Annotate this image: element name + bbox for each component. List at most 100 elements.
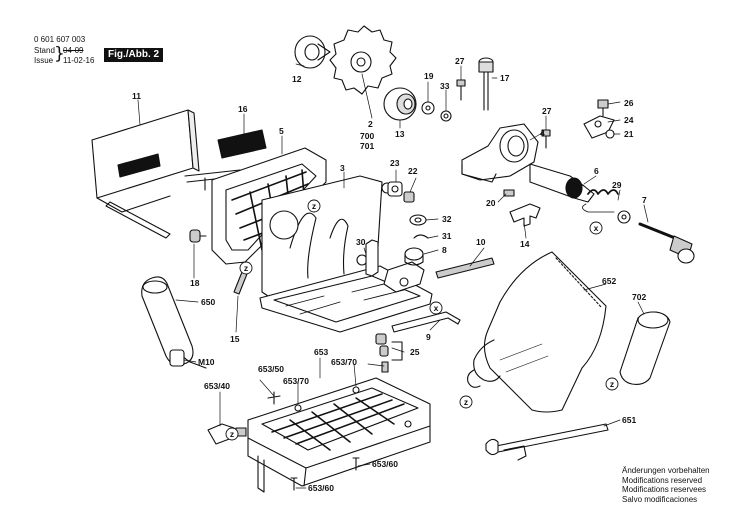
issue-value: 11-02-16	[63, 56, 95, 65]
svg-text:z: z	[610, 379, 614, 389]
callout-653-40: 653/40	[204, 381, 230, 391]
callout-3: 3	[340, 163, 345, 173]
marker-z-bag: z	[459, 395, 473, 409]
marker-x-spindle: x	[589, 221, 603, 235]
callout-33: 33	[440, 81, 450, 91]
callout-15: 15	[230, 334, 240, 344]
part-adapter-702	[619, 311, 671, 385]
callout-24: 24	[624, 115, 634, 125]
marker-x-plate: x	[429, 301, 443, 315]
callout-652: 652	[602, 276, 616, 286]
note-de: Änderungen vorbehalten	[622, 466, 710, 475]
callout-653-50: 653/50	[258, 364, 284, 374]
part-motor-spindle	[529, 163, 595, 203]
callout-653-70b: 653/70	[331, 357, 357, 367]
callout-653: 653	[314, 347, 328, 357]
callout-23: 23	[390, 158, 400, 168]
callout-16: 16	[238, 104, 248, 114]
marker-z-guard: z	[307, 199, 321, 213]
callout-10: 10	[476, 237, 486, 247]
note-en: Modifications reserved	[622, 475, 703, 485]
callout-32: 32	[442, 214, 452, 224]
footer-notes: Änderungen vorbehalten Modifications res…	[622, 466, 710, 504]
part-spanner-651	[485, 423, 609, 461]
callout-25: 25	[410, 347, 420, 357]
issue-label: Issue	[34, 56, 54, 65]
part-flange-12	[294, 35, 331, 69]
callout-653-70a: 653/70	[283, 376, 309, 386]
reference-markers: z z x x z z z	[225, 199, 619, 441]
doc-number: 0 601 607 003	[34, 35, 86, 44]
callout-17: 17	[500, 73, 510, 83]
part-spring-29	[582, 189, 631, 224]
part-strip-10	[435, 257, 495, 279]
part-washer-21	[605, 129, 615, 139]
callout-653-60a: 653/60	[372, 459, 398, 469]
callout-651: 651	[622, 415, 636, 425]
callout-m10: M10	[198, 357, 215, 367]
part-screw-26	[597, 99, 609, 117]
callout-8: 8	[442, 245, 447, 255]
callout-701: 701	[360, 141, 374, 151]
brace-glyph: }	[54, 44, 65, 64]
callout-700: 700	[360, 131, 374, 141]
part-knob-8	[404, 247, 424, 266]
part-slotting-cutter	[329, 25, 397, 95]
svg-text:z: z	[464, 397, 468, 407]
part-knob-18	[189, 229, 207, 243]
part-bracket-14	[509, 203, 541, 227]
part-screw-22	[403, 191, 415, 203]
part-bearing-13	[383, 87, 417, 121]
part-washers-19-33	[421, 101, 452, 122]
part-screws-653	[267, 361, 412, 491]
leader-lines	[137, 63, 649, 489]
figure-label: Fig./Abb. 2	[104, 48, 164, 62]
callout-13: 13	[395, 129, 405, 139]
callout-27a: 27	[455, 56, 465, 66]
svg-text:z: z	[230, 429, 234, 439]
part-rod-15	[233, 271, 248, 295]
callout-12: 12	[292, 74, 302, 84]
svg-text:z: z	[244, 263, 248, 273]
part-foot-plate	[247, 377, 431, 493]
part-label-plate	[217, 129, 267, 159]
callout-702: 702	[632, 292, 646, 302]
callout-7: 7	[642, 195, 647, 205]
part-rod-9	[391, 311, 461, 333]
callout-9: 9	[426, 332, 431, 342]
callout-21: 21	[624, 129, 634, 139]
part-screw-27	[456, 79, 466, 101]
part-shaft-knob-7	[638, 222, 695, 264]
stand-value-struck: 04-09	[63, 46, 84, 55]
callout-4: 4	[540, 128, 545, 138]
part-parallel-guide	[91, 109, 243, 239]
marker-z-handle: z	[239, 261, 253, 275]
callout-5: 5	[279, 126, 284, 136]
part-bushing-23	[387, 181, 403, 197]
callout-26: 26	[624, 98, 634, 108]
callout-650: 650	[201, 297, 215, 307]
callout-27b: 27	[542, 106, 552, 116]
part-screw-20	[503, 189, 515, 197]
part-base-plate	[259, 175, 433, 333]
part-dust-bag	[467, 251, 607, 413]
callout-653-60b: 653/60	[308, 483, 334, 493]
marker-z-adapter: z	[605, 377, 619, 391]
callout-22: 22	[408, 166, 418, 176]
callout-29: 29	[612, 180, 622, 190]
callout-31: 31	[442, 231, 452, 241]
part-auxiliary-handle	[141, 276, 207, 369]
callout-labels: 11 16 5 3 18 650 15 M10 653/40 653/50 65…	[132, 56, 647, 493]
callout-18: 18	[190, 278, 200, 288]
callout-14: 14	[520, 239, 530, 249]
svg-text:x: x	[594, 223, 599, 233]
callout-30: 30	[356, 237, 366, 247]
svg-text:z: z	[312, 201, 316, 211]
callout-2: 2	[368, 119, 373, 129]
callout-6: 6	[594, 166, 599, 176]
note-fr: Modifications reservees	[622, 485, 707, 494]
part-housing-clamp	[461, 123, 539, 183]
note-es: Salvo modificaciones	[622, 494, 698, 504]
part-plate-window	[269, 210, 299, 240]
